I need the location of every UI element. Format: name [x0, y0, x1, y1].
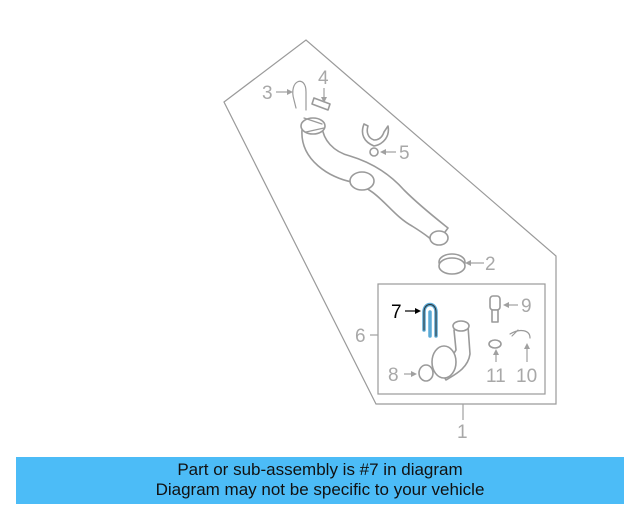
- highlighted-part-7: [422, 302, 438, 338]
- hose-clamp: [438, 253, 466, 275]
- parts-diagram: 3 4 5 2 6 7 8 9 11 10 1: [223, 39, 557, 443]
- callout-10: 10: [516, 366, 537, 387]
- info-banner: Part or sub-assembly is #7 in diagram Di…: [16, 457, 624, 504]
- callout-3: 3: [262, 83, 273, 104]
- banner-line-2: Diagram may not be specific to your vehi…: [155, 480, 485, 499]
- callout-6: 6: [355, 326, 366, 347]
- bracket-clip: [361, 123, 390, 157]
- callout-8: 8: [388, 365, 399, 386]
- spring-clip: [292, 80, 307, 111]
- callout-9: 9: [521, 296, 532, 317]
- assembly-outline: [223, 39, 557, 405]
- sensor: [489, 295, 501, 323]
- callout-7: 7: [391, 302, 402, 323]
- clip-10: [509, 329, 531, 339]
- callout-2: 2: [485, 254, 496, 275]
- highlighted-part-7-outline: [423, 304, 437, 337]
- callout-11: 11: [486, 366, 506, 387]
- strap: [311, 97, 331, 111]
- o-ring: [418, 364, 434, 382]
- sub-assembly-box: [377, 283, 546, 395]
- callout-5: 5: [399, 143, 410, 164]
- banner-line-1: Part or sub-assembly is #7 in diagram: [177, 460, 463, 479]
- callout-1: 1: [457, 422, 468, 443]
- callout-4: 4: [318, 68, 329, 89]
- intake-pipe: [431, 320, 471, 381]
- leader-lines: [276, 88, 530, 420]
- main-hose: [300, 117, 449, 246]
- washer: [488, 339, 502, 349]
